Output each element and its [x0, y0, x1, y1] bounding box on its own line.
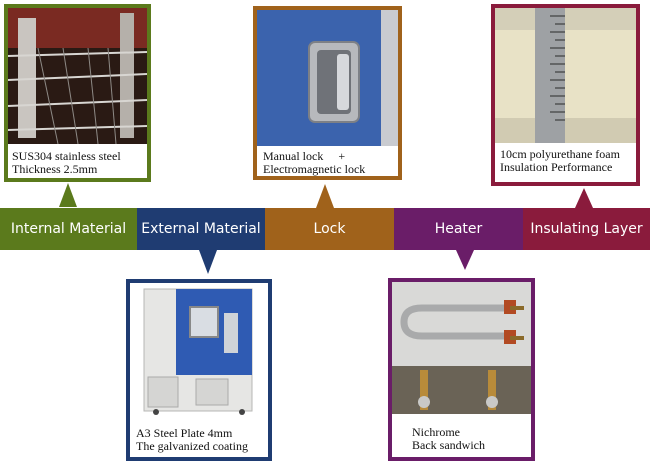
band-insulating-layer: Insulating Layer [523, 208, 650, 250]
internal-caption-line2: Thickness 2.5mm [12, 162, 98, 176]
lock-caption-line2: Electromagnetic lock [263, 162, 366, 176]
heater-element-photo [392, 282, 531, 414]
lock-pointer [316, 184, 334, 208]
band-lock: Lock [265, 208, 394, 250]
stainless-rack-photo [8, 8, 147, 144]
lock-caption-line1: Manual lock + [263, 149, 346, 163]
band-heater: Heater [394, 208, 523, 250]
heater-card: Nichrome Back sandwich [388, 278, 535, 461]
insulating-caption-line1: 10cm polyurethane foam [500, 147, 620, 161]
internal-caption-line1: SUS304 stainless steel [12, 149, 121, 163]
heater-caption-line2: Back sandwich [412, 438, 485, 452]
insulating-layer-card: 10cm polyurethane foam Insulation Perfor… [491, 4, 640, 186]
internal-pointer [59, 183, 77, 207]
external-pointer [199, 250, 217, 274]
foam-ruler-photo [495, 8, 636, 143]
band-external-material: External Material [137, 208, 265, 250]
lock-card: Manual lock + Electromagnetic lock [253, 6, 402, 180]
band-internal-material: Internal Material [0, 208, 137, 250]
external-caption-line1: A3 Steel Plate 4mm [136, 426, 233, 440]
heater-caption-line1: Nichrome [412, 425, 460, 439]
test-chamber-photo [130, 283, 268, 415]
heater-pointer [456, 250, 474, 270]
insulating-pointer [575, 188, 593, 208]
insulating-caption-line2: Insulation Performance [500, 160, 613, 174]
external-material-card: A3 Steel Plate 4mm The galvanized coatin… [126, 279, 272, 461]
external-caption-line2: The galvanized coating [136, 439, 248, 453]
lock-handle-photo [257, 10, 398, 146]
internal-material-card: SUS304 stainless steel Thickness 2.5mm [4, 4, 151, 182]
